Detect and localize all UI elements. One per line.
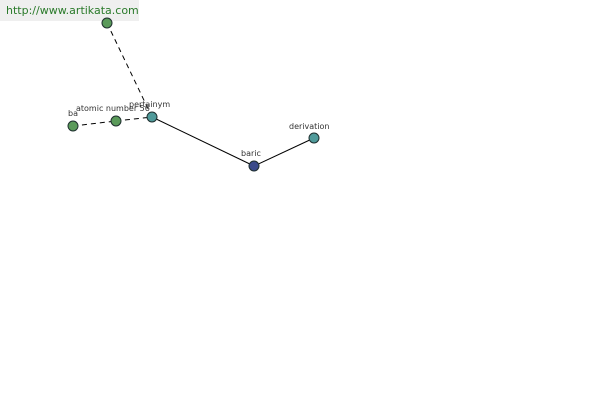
edge-ba-atomic_number_56 xyxy=(72,120,117,127)
edge-atomic_number_56-pertainym xyxy=(115,116,153,122)
node-derivation[interactable]: derivation xyxy=(289,122,329,144)
edge-baric-derivation xyxy=(253,137,315,167)
node-label-baric: baric xyxy=(241,149,261,158)
node-label-atomic_number_56: atomic number 56 xyxy=(76,104,150,113)
node-label-derivation: derivation xyxy=(289,122,329,131)
node-circle-top[interactable] xyxy=(101,17,113,29)
node-pertainym[interactable]: pertainym xyxy=(129,100,170,123)
node-ba[interactable]: ba xyxy=(67,109,79,132)
node-circle-ba[interactable] xyxy=(67,120,79,132)
node-circle-pertainym[interactable] xyxy=(146,111,158,123)
node-label-ba: ba xyxy=(68,109,78,118)
source-url[interactable]: http://www.artikata.com xyxy=(0,0,139,21)
edges xyxy=(72,22,315,167)
node-circle-baric[interactable] xyxy=(248,160,260,172)
node-atomic_number_56[interactable]: atomic number 56 xyxy=(76,104,150,127)
node-baric[interactable]: baric xyxy=(241,149,261,172)
node-circle-derivation[interactable] xyxy=(308,132,320,144)
node-label-pertainym: pertainym xyxy=(129,100,170,109)
node-top[interactable] xyxy=(101,17,113,29)
edge-pertainym-baric xyxy=(151,116,255,167)
node-circle-atomic_number_56[interactable] xyxy=(110,115,122,127)
